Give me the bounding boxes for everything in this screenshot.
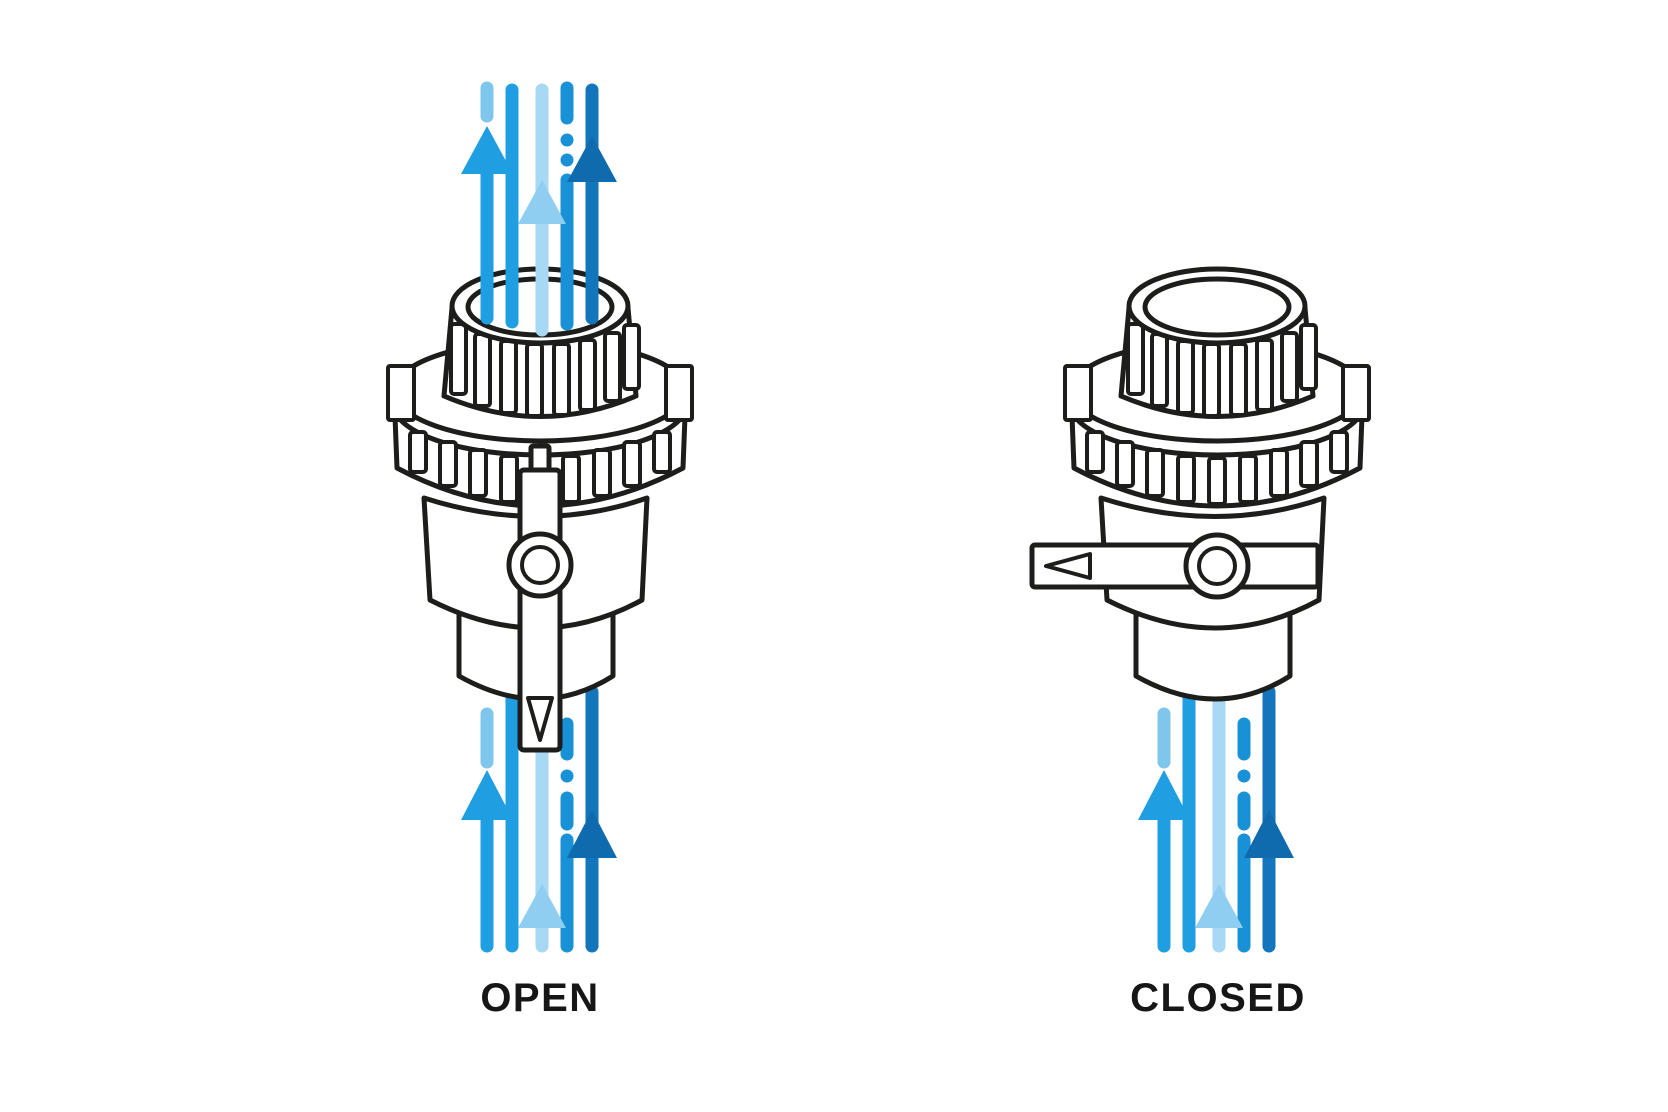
handle-indicator-triangle-left [1044, 552, 1092, 580]
handle-indicator-triangle-down [526, 696, 554, 742]
valve-open-figure: OPEN [388, 81, 692, 1020]
valve-closed-figure: CLOSED [1029, 269, 1369, 1020]
valve-handle-horizontal [1029, 532, 1321, 600]
flow-arrows-inlet-closed [1138, 692, 1294, 946]
valve-body-closed [1065, 269, 1369, 699]
valve-handle-vertical [506, 443, 574, 753]
flow-arrows-outlet-open [461, 81, 617, 337]
closed-label: CLOSED [1130, 976, 1306, 1020]
open-label: OPEN [480, 976, 599, 1020]
